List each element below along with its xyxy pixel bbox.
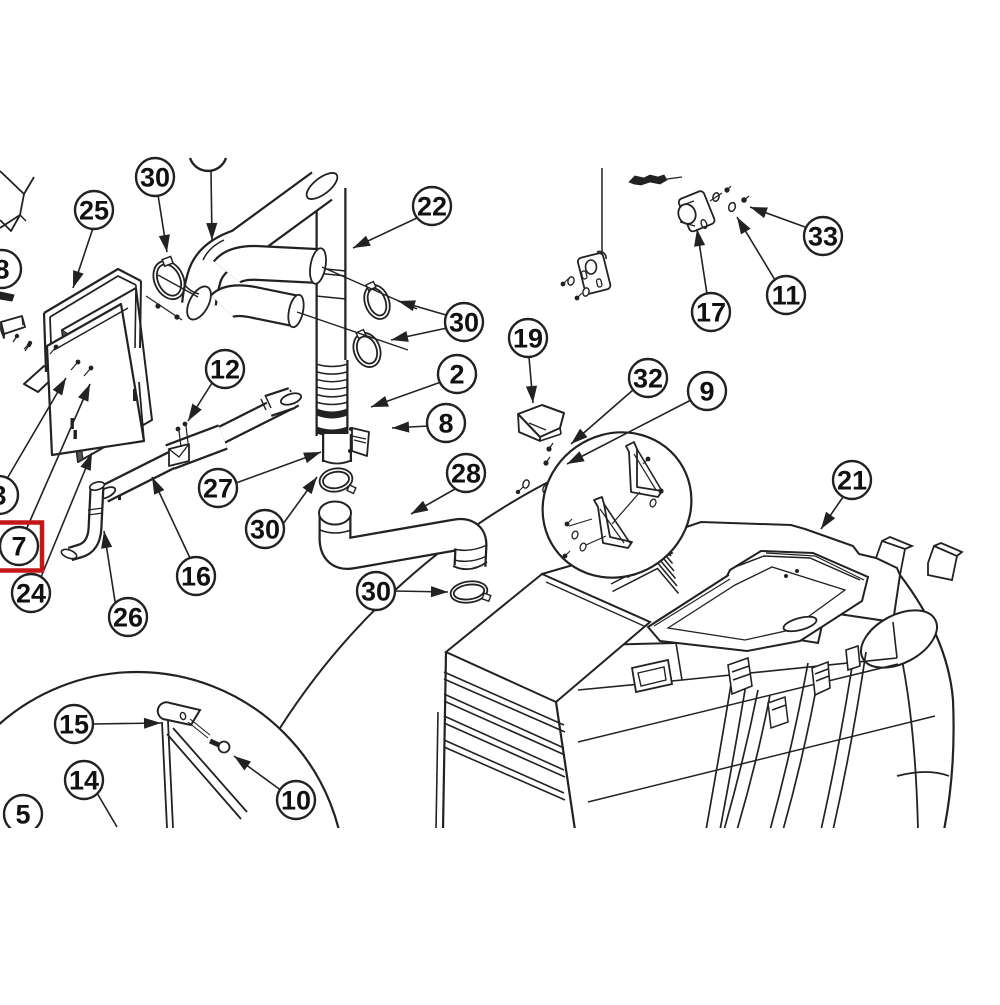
svg-text:14: 14 bbox=[69, 766, 99, 796]
svg-text:15: 15 bbox=[59, 710, 89, 740]
svg-text:5: 5 bbox=[15, 800, 30, 830]
svg-text:2: 2 bbox=[449, 360, 464, 390]
svg-text:11: 11 bbox=[772, 281, 801, 311]
svg-text:32: 32 bbox=[633, 364, 663, 394]
svg-text:26: 26 bbox=[113, 603, 143, 633]
svg-text:8: 8 bbox=[0, 255, 10, 285]
svg-text:10: 10 bbox=[281, 786, 311, 816]
svg-text:21: 21 bbox=[837, 466, 867, 496]
svg-text:19: 19 bbox=[513, 324, 543, 354]
svg-text:28: 28 bbox=[451, 459, 481, 489]
svg-text:16: 16 bbox=[181, 562, 211, 592]
svg-text:12: 12 bbox=[210, 355, 240, 385]
svg-text:27: 27 bbox=[203, 474, 233, 504]
svg-text:30: 30 bbox=[250, 515, 280, 545]
svg-text:33: 33 bbox=[808, 222, 838, 252]
svg-text:9: 9 bbox=[699, 377, 714, 407]
svg-text:30: 30 bbox=[140, 163, 170, 193]
svg-text:25: 25 bbox=[79, 196, 109, 226]
svg-text:17: 17 bbox=[696, 298, 726, 328]
svg-text:3: 3 bbox=[0, 481, 7, 511]
svg-text:30: 30 bbox=[449, 308, 479, 338]
svg-text:22: 22 bbox=[417, 192, 447, 222]
svg-text:30: 30 bbox=[361, 577, 391, 607]
svg-text:24: 24 bbox=[16, 579, 46, 609]
svg-text:7: 7 bbox=[11, 532, 26, 562]
svg-text:8: 8 bbox=[438, 409, 453, 439]
